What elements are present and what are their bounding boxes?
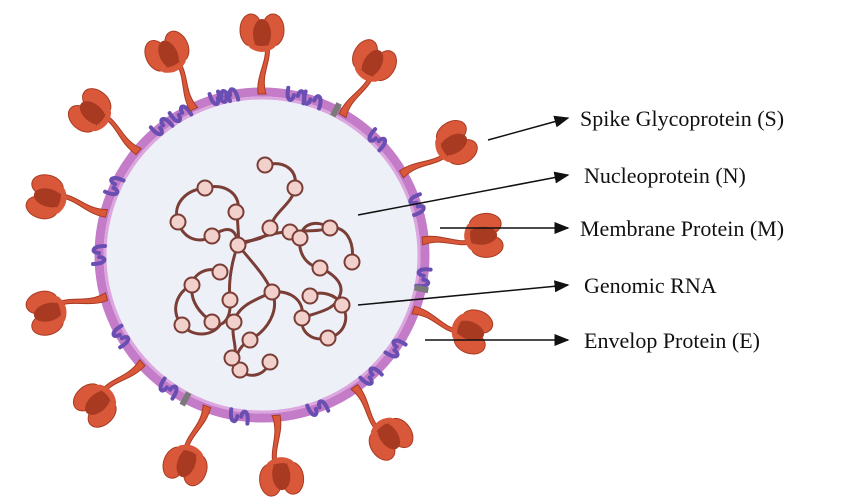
- spike-icon: [254, 413, 305, 497]
- nucleoprotein-bead: [345, 255, 360, 270]
- nucleoprotein-bead: [213, 265, 228, 280]
- nucleoprotein-bead: [321, 331, 336, 346]
- nucleoprotein-bead: [288, 181, 303, 196]
- spike-icon: [420, 212, 504, 263]
- nucleoprotein-bead: [258, 158, 273, 173]
- pointer-spike: [488, 118, 568, 140]
- nucleoprotein-bead: [205, 229, 220, 244]
- label-nucleoprotein: Nucleoprotein (N): [584, 163, 746, 188]
- nucleoprotein-bead: [185, 278, 200, 293]
- label-envelope-protein: Envelop Protein (E): [584, 328, 760, 353]
- nucleoprotein-bead: [265, 285, 280, 300]
- nucleoprotein-bead: [225, 351, 240, 366]
- label-spike-glycoprotein: Spike Glycoprotein (S): [580, 106, 784, 131]
- nucleoprotein-bead: [303, 289, 318, 304]
- nucleoprotein-bead: [231, 238, 246, 253]
- nucleoprotein-bead: [198, 181, 213, 196]
- nucleoprotein-bead: [223, 293, 238, 308]
- nucleoprotein-bead: [313, 261, 328, 276]
- spike-icon: [240, 14, 284, 94]
- nucleoprotein-bead: [243, 333, 258, 348]
- nucleoprotein-bead: [293, 231, 308, 246]
- nucleoprotein-bead: [229, 205, 244, 220]
- nucleoprotein-bead: [323, 221, 338, 236]
- nucleoprotein-bead: [171, 215, 186, 230]
- label-genomic-rna: Genomic RNA: [584, 273, 717, 298]
- nucleoprotein-bead: [205, 315, 220, 330]
- nucleoprotein-bead: [335, 298, 350, 313]
- nucleoprotein-bead: [295, 311, 310, 326]
- nucleoprotein-bead: [227, 315, 242, 330]
- nucleoprotein-bead: [175, 318, 190, 333]
- nucleoprotein-bead: [263, 221, 278, 236]
- label-membrane-protein: Membrane Protein (M): [580, 216, 784, 241]
- nucleoprotein-bead: [263, 355, 278, 370]
